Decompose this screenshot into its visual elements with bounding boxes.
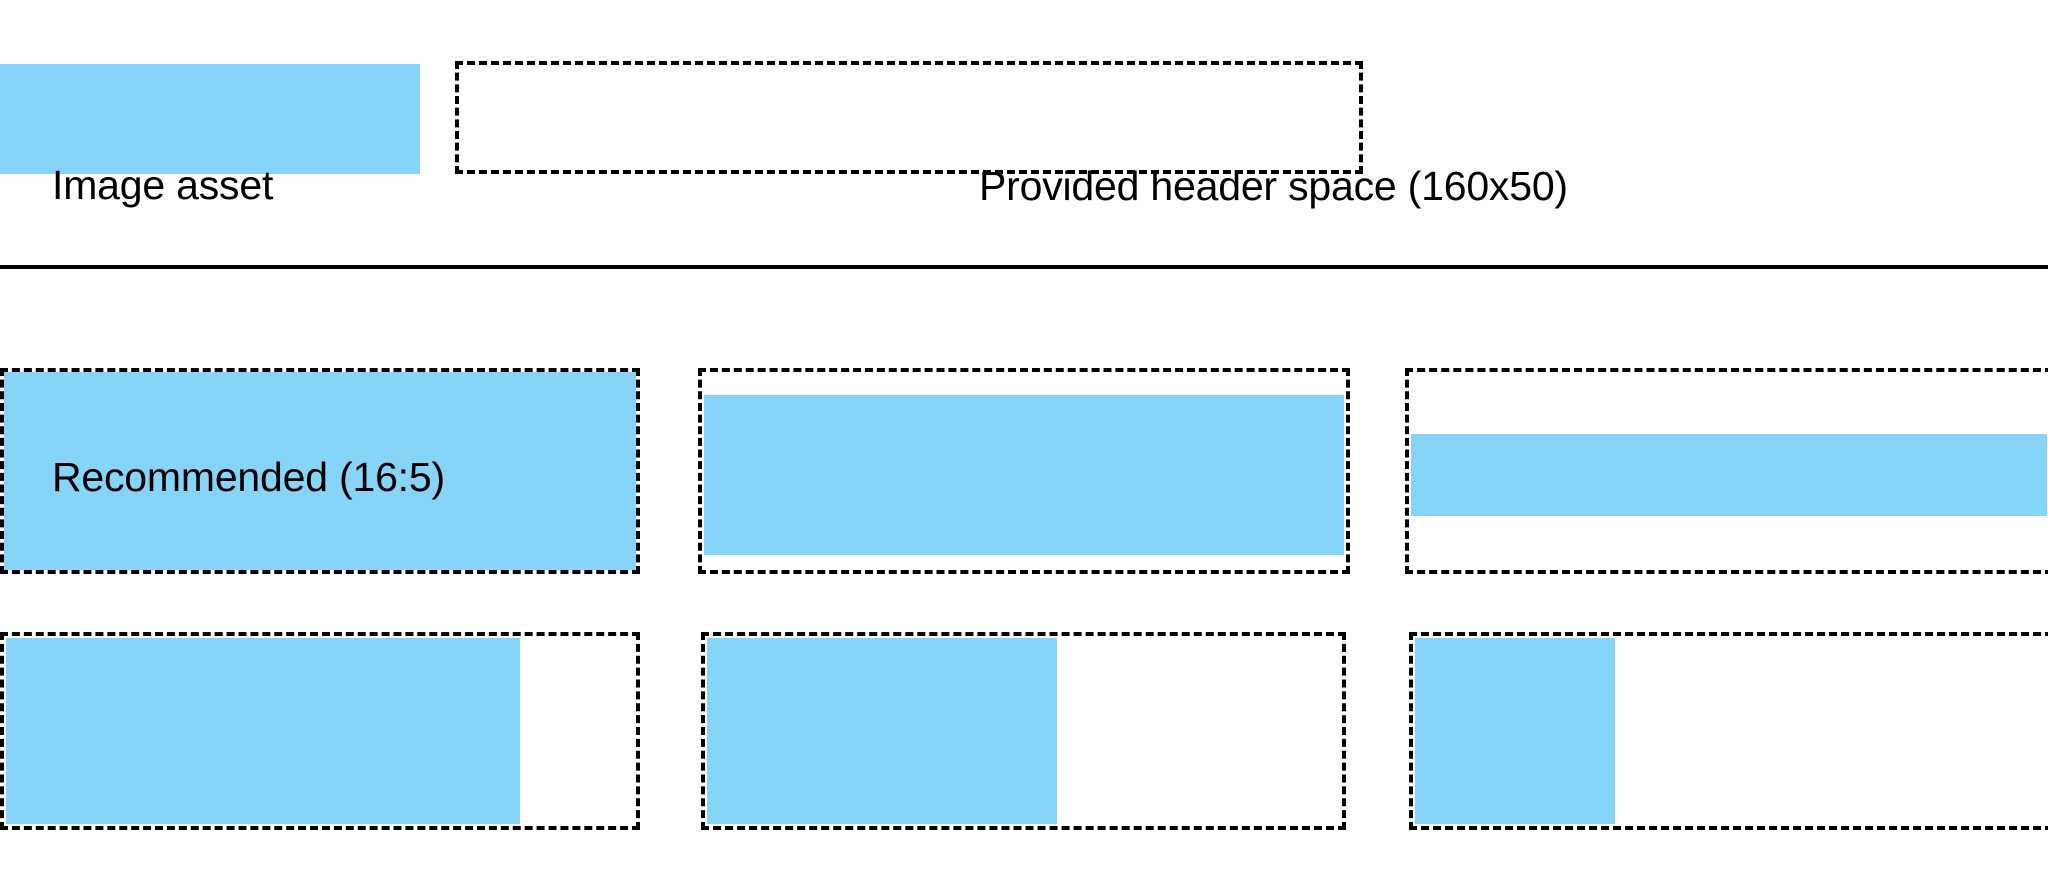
recommended-ratio-label: Recommended (16:5) bbox=[52, 454, 445, 500]
asset-fill-medium-partial bbox=[707, 638, 1057, 824]
header-legend-band: Image asset Provided header space (160x5… bbox=[0, 0, 2048, 268]
ratio-cell-short-band-asset bbox=[1405, 368, 2048, 574]
asset-fill-wide-partial bbox=[6, 638, 520, 824]
asset-fill-narrow-partial bbox=[1415, 638, 1615, 824]
provided-header-space-box: Provided header space (160x50) bbox=[455, 61, 1568, 207]
asset-fill-recommended bbox=[4, 372, 636, 570]
ratio-cell-recommended: Recommended (16:5) bbox=[0, 368, 640, 574]
ratio-cell-shorter-asset bbox=[698, 368, 1350, 574]
ratio-cell-medium-partial-asset bbox=[701, 632, 1346, 830]
provided-header-space-label: Provided header space (160x50) bbox=[979, 163, 1568, 209]
image-asset-swatch: Image asset bbox=[0, 64, 420, 206]
ratio-example-grid: Recommended (16:5) bbox=[0, 268, 2048, 896]
ratio-cell-wide-partial-asset bbox=[0, 632, 640, 830]
section-divider bbox=[0, 265, 2048, 269]
image-asset-label: Image asset bbox=[52, 162, 274, 208]
asset-fill-shorter bbox=[704, 395, 1344, 555]
asset-fill-short-band bbox=[1411, 434, 2047, 516]
ratio-cell-narrow-partial-asset bbox=[1409, 632, 2048, 830]
